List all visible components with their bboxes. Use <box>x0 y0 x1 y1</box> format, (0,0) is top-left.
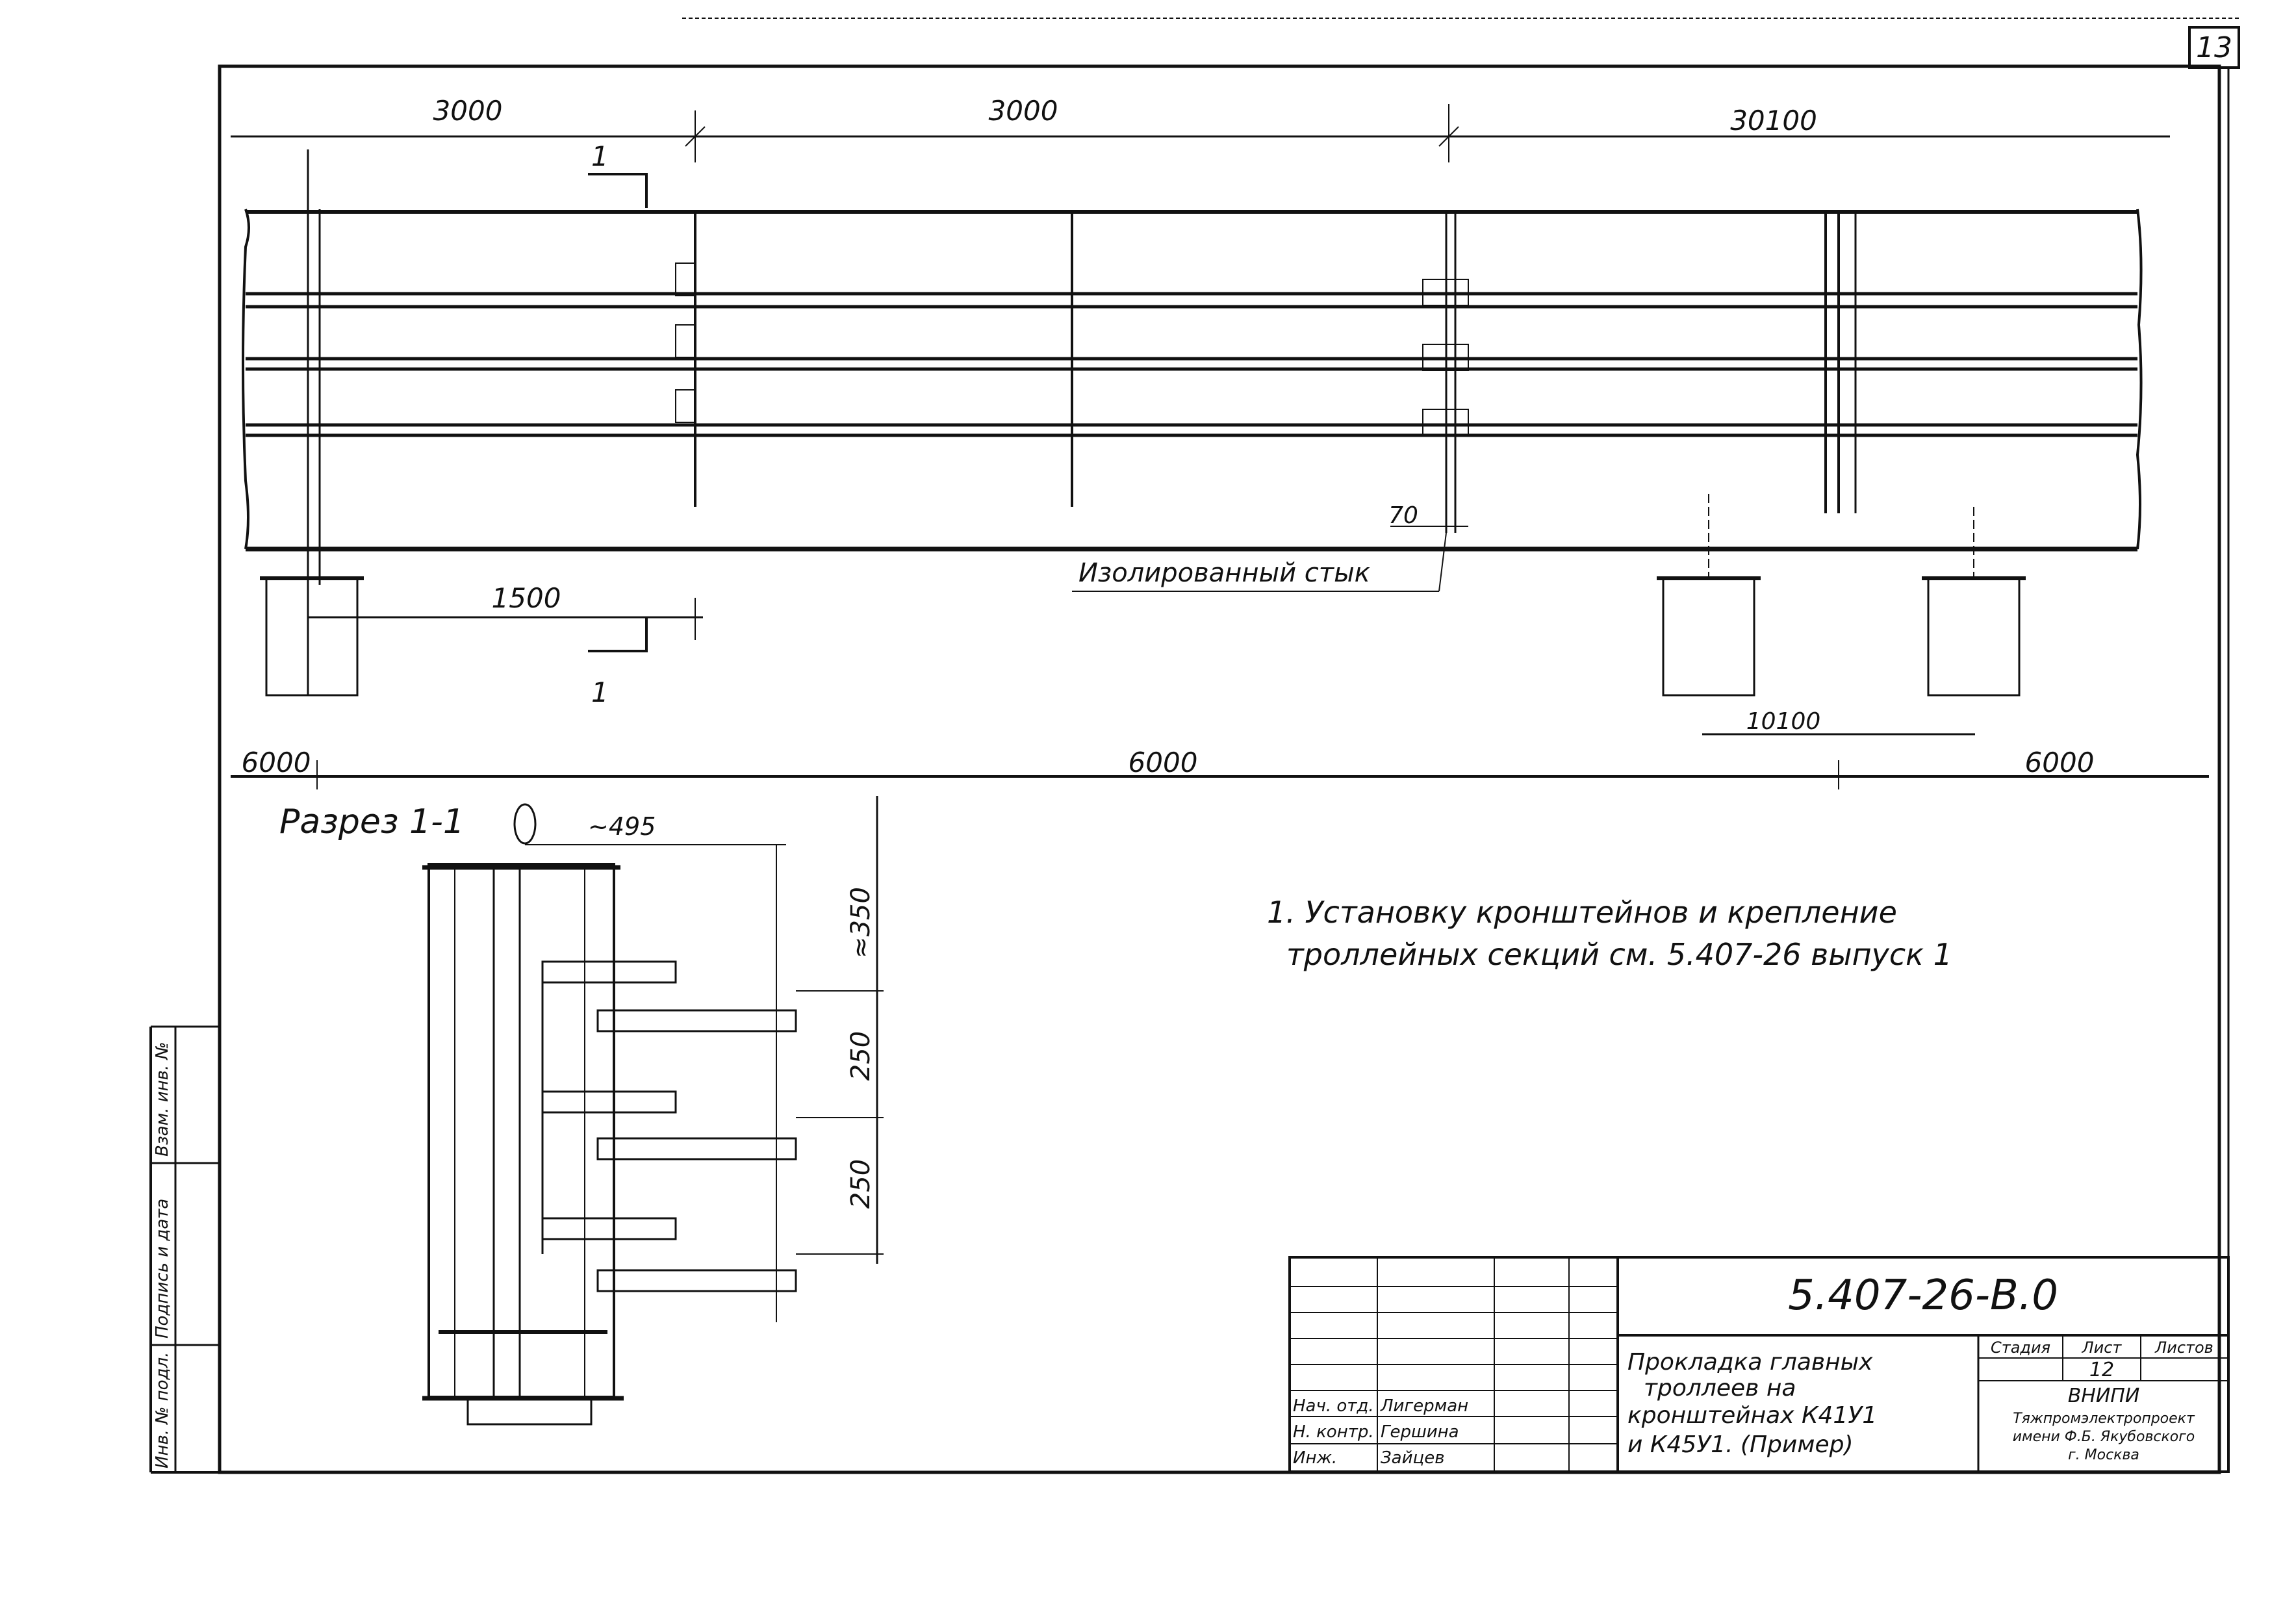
name-3: Зайцев <box>1381 1448 1445 1468</box>
side-stamp-signature: Подпись и дата <box>153 1199 172 1338</box>
side-stamp-replace: Взам. инв. № <box>153 1042 172 1157</box>
dim-3000-left: 3000 <box>433 95 503 127</box>
dim-1500: 1500 <box>492 582 561 614</box>
title-line-2: троллеев на <box>1644 1375 1796 1402</box>
title-line-4: и К45У1. (Пример) <box>1627 1431 1854 1458</box>
dim-6000-left: 6000 <box>242 747 311 778</box>
section-mark-bottom: 1 <box>591 676 609 708</box>
role-3: Инж. <box>1293 1448 1337 1468</box>
side-stamp-inv: Инв. № подл. <box>153 1352 172 1468</box>
sheets-header: Листов <box>2154 1338 2213 1357</box>
org-line-4: г. Москва <box>2068 1447 2139 1463</box>
section-1-1 <box>422 796 884 1426</box>
sheet-number: 12 <box>2089 1359 2114 1381</box>
dim-6000-middle: 6000 <box>1129 747 1198 778</box>
title-line-3: кронштейнах К41У1 <box>1627 1402 1877 1429</box>
dim-10100: 10100 <box>1746 708 1821 735</box>
dim-3000-middle: 3000 <box>989 95 1058 127</box>
role-1: Нач. отд. <box>1293 1396 1374 1416</box>
dim-70: 70 <box>1388 502 1418 529</box>
sheet-header: Лист <box>2082 1338 2123 1357</box>
name-2: Гершина <box>1381 1422 1459 1442</box>
dim-6000-right: 6000 <box>2025 747 2095 778</box>
insulated-joint-label: Изолированный стык <box>1078 558 1370 588</box>
note-line-1: 1. Установку кронштейнов и крепление <box>1267 895 1897 930</box>
dim-250-upper: 250 <box>846 1031 876 1081</box>
title-block <box>1288 1256 2230 1473</box>
section-mark-top: 1 <box>591 140 609 172</box>
dim-495: ~495 <box>588 812 656 841</box>
section-title: Разрез 1-1 <box>279 802 465 841</box>
role-2: Н. контр. <box>1293 1422 1374 1442</box>
org-line-1: ВНИПИ <box>2068 1385 2140 1407</box>
title-line-1: Прокладка главных <box>1627 1349 1873 1376</box>
note-line-2: троллейных секций см. 5.407-26 выпуск 1 <box>1286 937 1952 972</box>
sheet-frame <box>149 18 2241 1474</box>
plan-view <box>231 104 2209 789</box>
org-line-3: имени Ф.Б. Якубовского <box>2013 1429 2195 1445</box>
name-1: Лигерман <box>1380 1396 1468 1416</box>
sheet-corner-number: 13 <box>2196 31 2232 64</box>
stage-header: Стадия <box>1991 1338 2050 1357</box>
dim-250-lower: 250 <box>846 1159 876 1209</box>
dim-30100-right: 30100 <box>1730 105 1817 136</box>
doc-code: 5.407-26-В.0 <box>1788 1272 2058 1320</box>
org-line-2: Тяжпромэлектропроект <box>2013 1411 2195 1427</box>
dim-350: ≈350 <box>846 887 876 958</box>
